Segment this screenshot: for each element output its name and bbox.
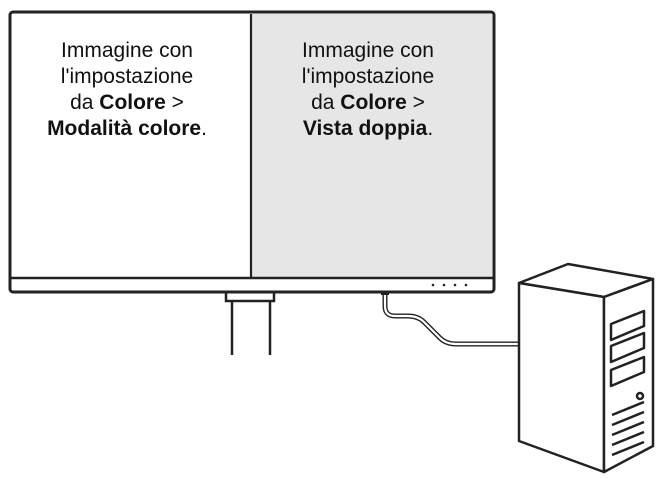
- left-caption-prefix: da: [70, 91, 100, 114]
- right-caption-separator: >: [406, 91, 425, 114]
- control-button-4: [464, 283, 468, 287]
- right-caption-period: .: [427, 117, 434, 140]
- left-caption-separator: >: [165, 91, 184, 114]
- control-button-3: [453, 283, 457, 287]
- right-caption-menu: Colore: [340, 91, 407, 114]
- control-buttons: [431, 283, 468, 287]
- right-screen-area: [251, 14, 492, 278]
- control-button-1: [431, 283, 435, 287]
- left-caption-line-2: l'impostazione: [60, 65, 194, 88]
- pc-vent-3: [611, 420, 645, 437]
- pc-drive-bay-1: [609, 309, 646, 342]
- pc-drive-bay-2: [609, 331, 646, 364]
- right-panel-caption: Immagine con l'impostazione da Colore > …: [253, 38, 483, 142]
- pc-vent-1: [611, 400, 645, 417]
- pc-drive-bay-3: [609, 355, 646, 388]
- pc-vent-2: [611, 410, 645, 427]
- pc-vent-5: [611, 440, 645, 457]
- video-cable-core: [383, 288, 526, 346]
- right-caption-prefix: da: [311, 91, 341, 114]
- left-caption-menu: Colore: [99, 91, 166, 114]
- monitor-stand: [224, 289, 276, 355]
- left-caption-line-3: da Colore >: [12, 90, 242, 116]
- left-caption-period: .: [201, 117, 207, 140]
- left-caption-line-4: Modalità colore.: [12, 116, 242, 142]
- monitor: [8, 10, 496, 294]
- right-caption-line-2: l'impostazione: [301, 65, 435, 88]
- pc-power-button: [635, 391, 645, 401]
- left-caption-line-1: Immagine con: [61, 39, 193, 62]
- control-button-2: [442, 283, 446, 287]
- pc-side-face: [517, 281, 606, 474]
- pc-vent-4: [611, 430, 645, 447]
- right-caption-line-1: Immagine con: [302, 39, 434, 62]
- pc-tower: [517, 262, 655, 474]
- left-caption-setting: Modalità colore: [47, 117, 202, 140]
- right-caption-setting: Vista doppia: [302, 117, 428, 140]
- right-caption-line-3: da Colore >: [253, 90, 483, 116]
- left-panel-caption: Immagine con l'impostazione da Colore > …: [12, 38, 242, 142]
- right-caption-line-4: Vista doppia.: [253, 116, 483, 142]
